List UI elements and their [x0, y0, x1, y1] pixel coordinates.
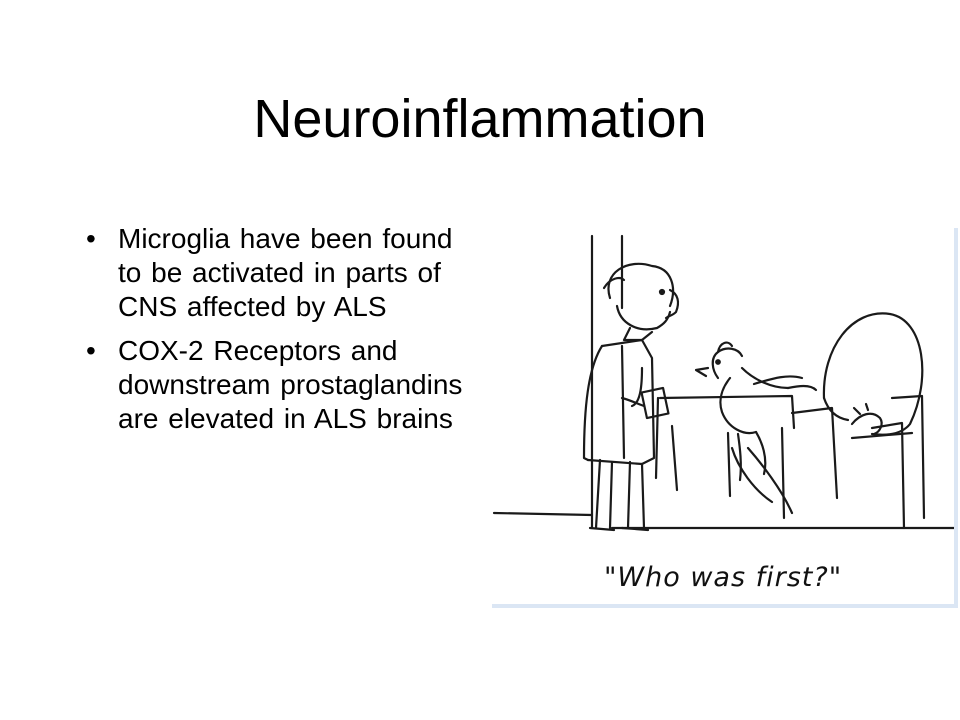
- cartoon-drawing-icon: [492, 234, 954, 532]
- slide-title: Neuroinflammation: [253, 89, 707, 149]
- bullet-list: • Microglia have been found to be activa…: [84, 222, 474, 446]
- bullet-item: • COX-2 Receptors and downstream prostag…: [84, 334, 474, 436]
- bullet-item: • Microglia have been found to be activa…: [84, 222, 474, 324]
- bullet-text: COX-2 Receptors and downstream prostagla…: [118, 335, 463, 434]
- cartoon-caption: "Who was first?": [604, 562, 843, 593]
- cartoon-image: "Who was first?": [492, 228, 958, 608]
- bullet-dot-icon: •: [86, 223, 96, 254]
- bullet-text: Microglia have been found to be activate…: [118, 223, 453, 322]
- bullet-dot-icon: •: [86, 335, 96, 366]
